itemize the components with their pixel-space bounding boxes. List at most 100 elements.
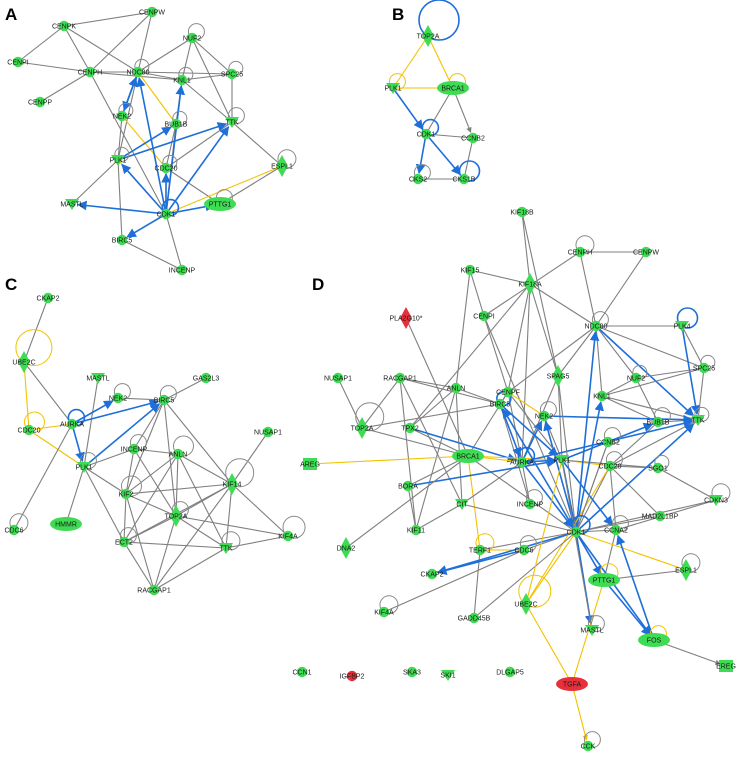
node-d-pla2g10[interactable]: PLA2G10*: [389, 307, 423, 329]
node-b-ccnb2[interactable]: CCNB2: [461, 132, 485, 144]
node-c-kif14[interactable]: KIF14: [223, 473, 242, 495]
node-c-cdc6[interactable]: CDC6: [4, 524, 24, 536]
node-b-cks2[interactable]: CKS2: [409, 173, 427, 185]
node-d-birc5[interactable]: BIRC5: [490, 398, 511, 410]
node-d-knl1[interactable]: KNL1: [593, 390, 611, 402]
node-d-ndc80[interactable]: NDC80: [585, 320, 608, 332]
node-d-ski1[interactable]: SKI1: [440, 670, 456, 681]
node-d-fos[interactable]: FOS: [638, 633, 670, 647]
node-d-ereg[interactable]: EREG: [716, 660, 736, 672]
node-d-terf1[interactable]: TERF1: [469, 544, 491, 556]
node-d-mastl[interactable]: MASTL: [580, 625, 604, 636]
node-d-dlgap5[interactable]: DLGAP5: [496, 666, 524, 678]
node-c-anln[interactable]: ANLN: [169, 448, 188, 460]
node-b-top2a[interactable]: TOP2A: [417, 25, 440, 47]
node-d-kif4a[interactable]: KIF4A: [374, 606, 394, 618]
node-d-ska3[interactable]: SKA3: [403, 666, 421, 678]
node-d-anln[interactable]: ANLN: [447, 382, 466, 394]
node-a-birc5[interactable]: BIRC5: [112, 234, 133, 246]
node-c-kif4a[interactable]: KIF4A: [278, 530, 298, 542]
node-d-igfbp2[interactable]: IGFBP2: [340, 670, 365, 682]
node-c-birc5[interactable]: BIRC5: [154, 394, 175, 406]
node-d-cdkn3[interactable]: CDKN3: [704, 495, 728, 506]
node-a-espl1[interactable]: ESPL1: [271, 155, 293, 177]
node-a-mastl[interactable]: MASTL: [60, 199, 84, 210]
node-d-mad2l1bp[interactable]: MAD2L1BP: [642, 510, 679, 522]
node-c-ttk[interactable]: TTK: [219, 543, 233, 554]
node-c-incenp[interactable]: INCENP: [121, 443, 148, 455]
node-d-cdc20[interactable]: CDC20: [599, 460, 622, 472]
node-d-cenpw[interactable]: CENPW: [633, 246, 659, 258]
node-a-cdc20[interactable]: CDC20: [155, 162, 178, 174]
node-a-ttk[interactable]: TTK: [225, 117, 239, 128]
node-c-plk1[interactable]: PLK1: [75, 462, 93, 473]
node-a-knl1[interactable]: KNL1: [173, 74, 191, 86]
node-d-kif18b[interactable]: KIF18B: [510, 206, 534, 218]
node-c-cdc20[interactable]: CDC20: [18, 424, 41, 436]
node-c-ckap2[interactable]: CKAP2: [37, 292, 60, 304]
node-a-cenpk[interactable]: CENPK: [52, 20, 76, 32]
node-d-ccn1[interactable]: CCN1: [292, 666, 312, 678]
node-d-ttk[interactable]: TTK: [691, 415, 705, 426]
node-a-cenpp[interactable]: CENPP: [28, 96, 52, 108]
node-a-cdk1[interactable]: CDK1: [157, 208, 176, 220]
node-d-plk4[interactable]: PLK4: [673, 321, 691, 332]
node-d-areg[interactable]: AREG: [300, 458, 320, 470]
node-a-cenph[interactable]: CENPH: [78, 66, 103, 78]
node-d-kif18a[interactable]: KIF18A: [518, 273, 542, 295]
node-a-plk1[interactable]: PLK1: [109, 155, 127, 166]
node-d-nusap1[interactable]: NUSAP1: [324, 372, 352, 384]
node-d-cenpf[interactable]: CENPF: [496, 386, 520, 398]
node-d-cit[interactable]: CIT: [455, 499, 469, 510]
node-b-cks1b[interactable]: CKS1B: [453, 173, 476, 185]
node-d-ccna2[interactable]: CCNA2: [604, 524, 628, 536]
node-d-ccnb2[interactable]: CCNB2: [596, 436, 620, 448]
node-d-aurka[interactable]: AURKA: [510, 456, 534, 468]
node-c-gas2l3[interactable]: GAS2L3: [193, 372, 220, 384]
node-c-aurka[interactable]: AURKA: [60, 418, 84, 430]
node-c-ect2[interactable]: ECT2: [115, 536, 133, 548]
node-a-incenp[interactable]: INCENP: [169, 264, 196, 276]
node-a-cenpi[interactable]: CENPI: [7, 56, 29, 68]
node-d-nuf2[interactable]: NUF2: [627, 372, 645, 384]
node-a-nek2[interactable]: NEK2: [113, 110, 131, 122]
node-d-brca1[interactable]: BRCA1: [452, 449, 484, 463]
node-d-spag5[interactable]: SPAG5: [547, 365, 570, 387]
node-d-tgfa[interactable]: TGFA: [556, 677, 588, 691]
node-c-top2a[interactable]: TOP2A: [165, 505, 188, 527]
node-d-cenph[interactable]: CENPH: [568, 246, 593, 258]
node-a-cenpw[interactable]: CENPW: [139, 6, 165, 18]
node-d-top2a[interactable]: TOP2A: [351, 417, 374, 439]
node-d-cck[interactable]: CCK: [581, 740, 596, 752]
node-b-plk1[interactable]: PLK1: [384, 83, 402, 94]
node-a-bub1b[interactable]: BUB1B: [165, 118, 188, 130]
node-c-kif2[interactable]: KIF2: [119, 488, 134, 500]
node-d-incenp[interactable]: INCENP: [517, 498, 544, 510]
node-a-pttg1[interactable]: PTTG1: [204, 197, 236, 211]
node-c-racgap1[interactable]: RACGAP1: [137, 584, 171, 596]
node-c-nek2[interactable]: NEK2: [109, 392, 127, 404]
node-b-cdk1[interactable]: CDK1: [417, 128, 436, 140]
node-d-nek2[interactable]: NEK2: [535, 410, 553, 422]
node-d-bora[interactable]: BORA: [398, 480, 418, 492]
node-d-gadd45b[interactable]: GADD45B: [458, 612, 491, 624]
node-d-ube2c[interactable]: UBE2C: [514, 593, 538, 615]
node-d-bub1b[interactable]: BUB1B: [647, 416, 670, 428]
node-d-dna2[interactable]: DNA2: [337, 537, 356, 559]
node-d-cdc6[interactable]: CDC6: [514, 544, 534, 556]
node-d-tpx2[interactable]: TPX2: [401, 422, 419, 434]
node-d-cdk1[interactable]: CDK1: [567, 526, 586, 538]
node-d-cenpi[interactable]: CENPI: [473, 310, 495, 322]
node-d-pttg1[interactable]: PTTG1: [588, 573, 620, 587]
node-a-ndc80[interactable]: NDC80: [127, 66, 150, 78]
node-c-nusap1[interactable]: NUSAP1: [254, 426, 282, 438]
node-b-brca1[interactable]: BRCA1: [437, 81, 469, 95]
node-c-hmmr[interactable]: HMMR: [50, 517, 82, 531]
node-a-spc25[interactable]: SPC25: [221, 68, 243, 80]
node-a-nuf2[interactable]: NUF2: [183, 32, 201, 44]
node-d-plk1[interactable]: PLK1: [553, 455, 571, 466]
node-c-mastl[interactable]: MASTL: [86, 373, 110, 384]
node-d-spc25[interactable]: SPC25: [693, 362, 715, 374]
node-d-sgo1[interactable]: SGO1: [648, 462, 668, 474]
node-d-espl1[interactable]: ESPL1: [675, 559, 697, 581]
